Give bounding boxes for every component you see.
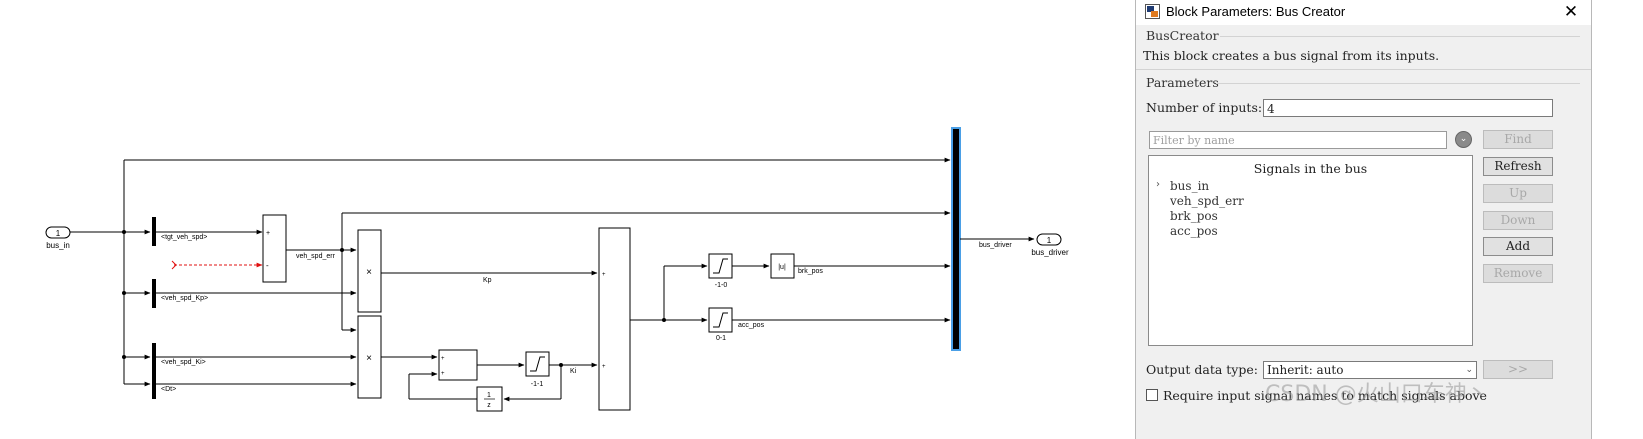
refresh-button[interactable]: Refresh	[1483, 157, 1553, 176]
selector-label-tgt-veh-spd: <tgt_veh_spd>	[161, 234, 207, 241]
signal-label-kp: Kp	[483, 277, 492, 284]
svg-text:+: +	[441, 371, 445, 377]
add-button[interactable]: Add	[1483, 237, 1553, 256]
filter-input[interactable]: Filter by name	[1149, 131, 1447, 149]
simulink-block-icon	[1145, 4, 1160, 19]
num-inputs-field[interactable]: 4	[1263, 99, 1553, 117]
product-block-kp[interactable]	[357, 229, 382, 313]
signals-list-header: Signals in the bus	[1253, 161, 1368, 176]
simulink-diagram: 1 bus_in <tgt_veh_spd> <veh_spd_Kp> <veh…	[45, 127, 1069, 412]
product-kp-symbol: ×	[366, 267, 372, 278]
svg-text:+: +	[602, 364, 606, 370]
inport-label: bus_in	[46, 241, 70, 250]
signal-item-acc-pos[interactable]: acc_pos	[1170, 224, 1218, 238]
svg-text:+: +	[602, 272, 606, 278]
sum-plus-sign: +	[266, 230, 270, 237]
signal-label-brk-pos: brk_pos	[798, 268, 823, 275]
sum-block-error[interactable]	[262, 214, 287, 283]
dialog-titlebar[interactable]: Block Parameters: Bus Creator ✕	[1136, 0, 1591, 25]
signal-item-brk-pos[interactable]: brk_pos	[1170, 209, 1218, 223]
signal-item-bus-in[interactable]: bus_in	[1170, 179, 1210, 193]
signal-label-acc-pos: acc_pos	[738, 322, 765, 329]
selector-label-veh-spd-ki: <veh_spd_Ki>	[161, 359, 206, 366]
num-inputs-label: Number of inputs:	[1146, 100, 1263, 115]
signal-label-bus-driver: bus_driver	[979, 242, 1012, 249]
outport-number: 1	[1047, 236, 1052, 245]
outport-bus-driver[interactable]	[1036, 233, 1062, 246]
block-description: This block creates a bus signal from its…	[1143, 48, 1440, 63]
watermark: CSDN @火山口车神丶	[1265, 382, 1489, 407]
down-button[interactable]: Down	[1483, 211, 1553, 230]
dialog-title: Block Parameters: Bus Creator	[1166, 4, 1346, 19]
signals-list[interactable]: Signals in the bus › bus_in veh_spd_err …	[1148, 155, 1473, 346]
bus-selector-3[interactable]	[152, 343, 156, 399]
bus-creator-block[interactable]	[951, 127, 961, 351]
up-button[interactable]: Up	[1483, 184, 1553, 203]
output-type-select[interactable]: Inherit: auto ⌄	[1263, 361, 1477, 379]
group-divider	[1220, 36, 1580, 37]
group-label-buscreator: BusCreator	[1146, 28, 1219, 43]
delay-denominator: z	[487, 402, 491, 409]
remove-button[interactable]: Remove	[1483, 264, 1553, 283]
svg-text:+: +	[441, 356, 445, 362]
find-button[interactable]: Find	[1483, 130, 1553, 149]
saturation-brk-limits: -1-0	[715, 282, 728, 289]
saturation-ki-limits: -1-1	[531, 381, 544, 388]
sum-minus-sign: -	[266, 261, 269, 270]
selector-label-dt: <Dt>	[161, 386, 176, 393]
output-type-value: Inherit: auto	[1267, 363, 1344, 377]
require-names-checkbox[interactable]	[1146, 389, 1158, 401]
chevron-down-icon: ⌄	[1465, 365, 1473, 375]
filter-options-icon[interactable]: ⌄	[1455, 131, 1472, 148]
selector-label-veh-spd-kp: <veh_spd_Kp>	[161, 295, 208, 302]
close-icon[interactable]: ✕	[1563, 2, 1579, 22]
data-type-assistant-button[interactable]: >>	[1483, 360, 1553, 379]
signal-label-veh-spd-err: veh_spd_err	[296, 253, 336, 260]
inport-number: 1	[56, 229, 61, 238]
expand-chevron-icon[interactable]: ›	[1156, 179, 1160, 190]
signal-label-ki: Ki	[570, 368, 577, 375]
section-divider	[1136, 69, 1591, 70]
signal-item-veh-spd-err[interactable]: veh_spd_err	[1170, 194, 1244, 208]
outport-label: bus_driver	[1031, 248, 1069, 257]
bus-selector-2[interactable]	[152, 279, 156, 308]
group-label-parameters: Parameters	[1146, 75, 1219, 90]
require-names-label: Require input signal names to match sign…	[1163, 388, 1487, 403]
sum-block-integrator[interactable]	[438, 349, 478, 381]
saturation-acc-limits: 0-1	[716, 335, 726, 342]
abs-symbol: |u|	[778, 264, 786, 271]
block-parameters-dialog: Block Parameters: Bus Creator ✕ BusCreat…	[1135, 0, 1592, 439]
product-ki-symbol: ×	[366, 353, 372, 364]
parameters-divider	[1216, 83, 1580, 84]
sum-block-pi[interactable]	[598, 227, 631, 411]
output-type-label: Output data type:	[1146, 362, 1258, 377]
bus-selector-1[interactable]	[152, 217, 156, 246]
delay-numerator: 1	[487, 392, 491, 399]
